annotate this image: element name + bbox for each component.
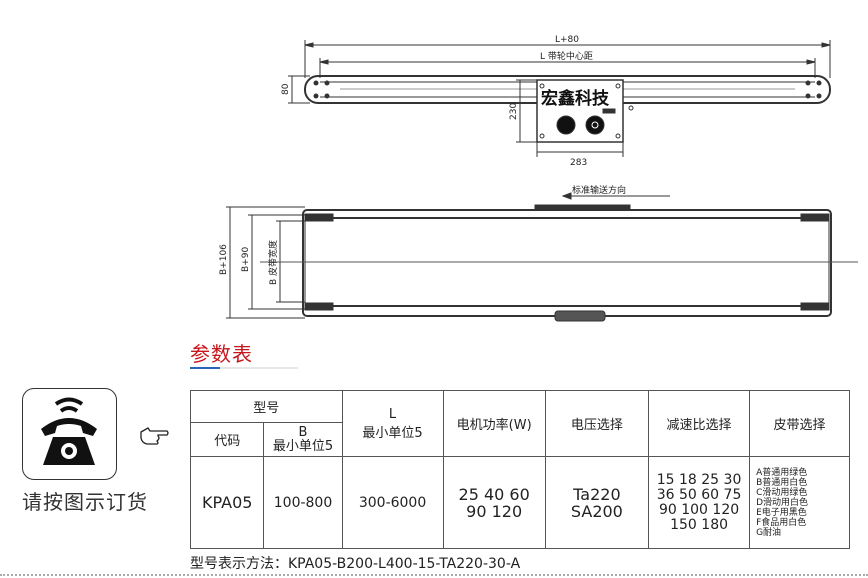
- header-code: 代码: [189, 422, 265, 457]
- value-l: 300-6000: [341, 456, 444, 549]
- value-voltage: Ta220 SA200: [544, 456, 650, 549]
- dim-total: L+80: [555, 35, 579, 45]
- header-voltage: 电压选择: [544, 390, 650, 457]
- dim-b106: B+106: [219, 244, 229, 275]
- telephone-icon: [22, 388, 117, 480]
- dim-b90: B+90: [241, 247, 251, 272]
- dim-283: 283: [570, 158, 587, 168]
- divider: [0, 574, 868, 576]
- value-ratio: 15 18 25 30 36 50 60 75 90 100 120 150 1…: [648, 456, 751, 549]
- model-example: 型号表示方法：KPA05-B200-L400-15-TA220-30-A: [190, 556, 521, 572]
- header-l: L 最小单位5: [341, 390, 444, 457]
- order-instruction: 请按图示订货: [22, 490, 148, 514]
- direction-label: 标准输送方向: [572, 184, 626, 196]
- header-model: 型号: [190, 390, 343, 423]
- dim-center: L 带轮中心距: [540, 50, 593, 62]
- value-belt: A普通用绿色 B普通用白色 C滑动用绿色 D滑动用白色 E电子用黑色 F食品用白…: [749, 456, 850, 549]
- header-ratio: 减速比选择: [648, 390, 751, 457]
- value-b: 100-800: [263, 456, 343, 549]
- section-title: 参数表: [190, 342, 253, 366]
- value-code: KPA05: [189, 456, 265, 549]
- pointing-hand-icon: [140, 427, 169, 445]
- header-belt: 皮带选择: [749, 390, 850, 457]
- section-underline: [190, 367, 298, 369]
- header-power: 电机功率(W): [442, 390, 546, 457]
- value-power: 25 40 60 90 120: [442, 456, 546, 549]
- header-b: B 最小单位5: [263, 422, 343, 457]
- conveyor-drawing: L+80 L 带轮中心距 80 230 283 标准输送方向 B+106 B+9…: [219, 35, 858, 322]
- dim-b: B 皮带宽度: [267, 240, 279, 285]
- dim-80: 80: [281, 83, 291, 95]
- parameter-table: 型号 L 最小单位5 电机功率(W) 电压选择 减速比选择 皮带选择 代码 B …: [189, 390, 850, 549]
- brand-logo: 宏鑫科技: [541, 88, 610, 109]
- dim-230: 230: [509, 103, 519, 120]
